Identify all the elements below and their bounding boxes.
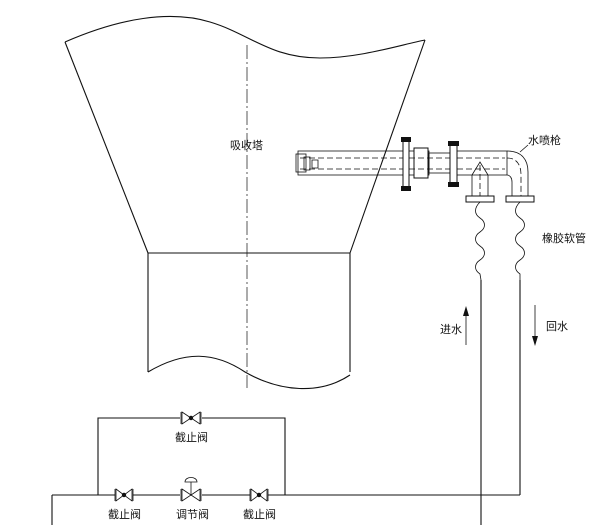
return-arrow [532,305,538,346]
bypass-globe-valve [180,411,202,425]
label-valve-bypass: 截止阀 [175,430,208,444]
absorption-tower [64,15,426,390]
rubber-hoses [475,201,525,281]
water-spray-lance [295,137,535,203]
label-valve-control: 调节阀 [176,507,209,521]
left-globe-valve [114,488,134,502]
right-globe-valve [249,488,269,502]
label-tower: 吸收塔 [230,138,263,152]
label-valve-left: 截止阀 [108,507,141,521]
label-return: 回水 [546,320,568,333]
lance-leader [519,144,529,153]
control-valve [180,477,202,502]
label-hose: 橡胶软管 [542,231,586,245]
inlet-arrow [463,306,469,345]
piping-network [51,280,538,525]
label-inlet: 进水 [440,323,462,336]
label-lance: 水喷枪 [528,133,561,147]
label-valve-right: 截止阀 [243,507,276,521]
